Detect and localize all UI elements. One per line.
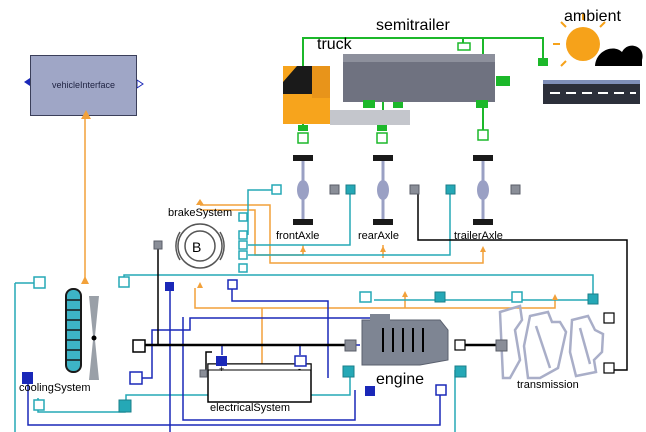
transmission-label: transmission (517, 379, 579, 391)
transmission-port (495, 339, 508, 352)
trailer-axle-block[interactable] (445, 155, 521, 225)
rear-axle-block[interactable] (345, 155, 420, 225)
cooling-system-label: coolingSystem (19, 382, 91, 394)
trailer-axle-label: trailerAxle (454, 230, 503, 242)
vehicle-interface-label: vehicleInterface (51, 80, 116, 90)
engine-label: engine (376, 371, 425, 388)
ambient-label: ambient (564, 8, 621, 25)
semitrailer-label: semitrailer (376, 17, 450, 34)
rear-axle-label: rearAxle (358, 230, 399, 242)
battery-minus-label: - (298, 364, 301, 374)
brake-system-label: brakeSystem (168, 207, 233, 219)
truck-block[interactable] (283, 42, 510, 144)
electrical-system-block[interactable] (199, 355, 312, 403)
electrical-system-label: electricalSystem (210, 402, 291, 414)
brake-system-block[interactable] (153, 199, 248, 273)
engine-block[interactable] (342, 314, 467, 396)
axle-sensor-markers (300, 246, 486, 252)
vehicle-interface-sensor-marker (81, 110, 91, 119)
transmission-port (603, 362, 615, 374)
front-axle-label: frontAxle (276, 230, 320, 242)
brake-symbol-label: B (192, 239, 202, 255)
input-arrow-icon (24, 78, 30, 86)
truck-label: truck (317, 36, 352, 53)
cooling-system-block[interactable] (22, 276, 174, 413)
bus-port (587, 293, 599, 305)
engine-sensor-markers (197, 282, 558, 300)
transmission-port (603, 312, 615, 324)
bus-port (434, 291, 446, 303)
black-mechanical-lines (145, 190, 628, 371)
bus-port (359, 291, 372, 303)
vehicle-interface-block[interactable]: vehicleInterface (30, 55, 137, 116)
sun-icon (566, 27, 600, 61)
bus-port (227, 279, 238, 290)
bus-port (511, 291, 523, 303)
battery-plus-label: + (219, 364, 225, 374)
ambient-block[interactable] (538, 14, 643, 104)
transmission-block[interactable] (498, 304, 605, 380)
front-axle-block[interactable] (271, 155, 340, 225)
output-arrow-icon (136, 79, 144, 89)
